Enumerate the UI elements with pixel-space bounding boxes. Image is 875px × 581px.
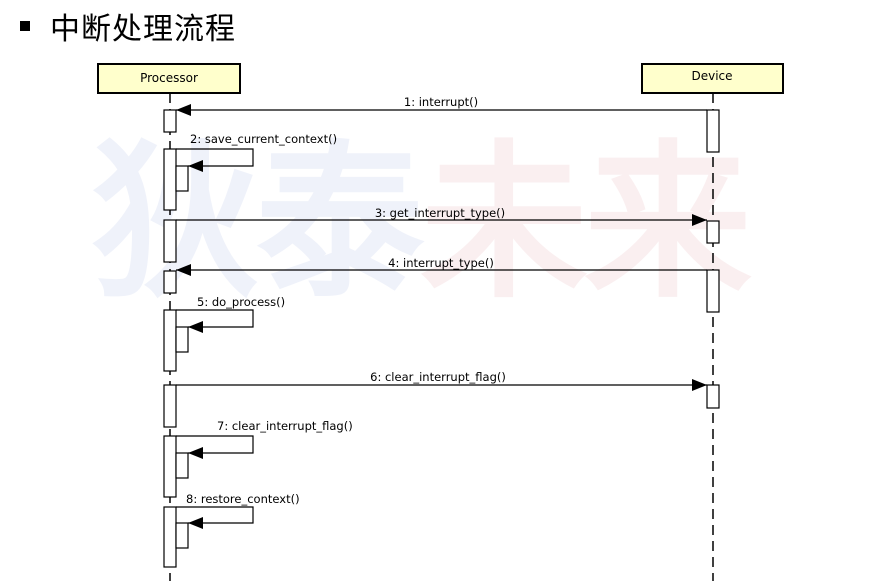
message-6: 6: clear_interrupt_flag() [176, 370, 707, 391]
participant-box-processor [97, 63, 241, 94]
self-message-line [176, 148, 254, 167]
message-2: 2: save_current_context() [176, 132, 337, 172]
message-label: 2: save_current_context() [190, 132, 337, 146]
activation-bar [163, 270, 177, 294]
participant-processor: Processor [97, 63, 241, 94]
processor-activations [163, 109, 189, 568]
activation-bar [706, 384, 720, 409]
message-label: 4: interrupt_type() [388, 256, 494, 270]
activation-bar [706, 269, 720, 313]
activation-bar [175, 522, 189, 549]
message-7: 7: clear_interrupt_flag() [176, 419, 353, 459]
arrow-head-icon [692, 214, 707, 226]
activation-bar [175, 452, 189, 479]
arrow-head-icon [188, 447, 203, 459]
slide-title: 中断处理流程 [20, 4, 236, 48]
activation-bar [706, 109, 720, 153]
self-message-line [176, 506, 254, 524]
message-label: 6: clear_interrupt_flag() [370, 370, 506, 384]
activation-bar [706, 220, 720, 244]
message-label: 8: restore_context() [186, 492, 300, 506]
arrow-head-icon [188, 160, 203, 172]
participant-label-device: Device [691, 69, 732, 83]
message-label: 7: clear_interrupt_flag() [217, 419, 353, 433]
arrow-head-icon [188, 517, 203, 529]
self-message-line [176, 435, 254, 454]
activation-bar [163, 109, 177, 133]
slide-title-text: 中断处理流程 [50, 12, 236, 47]
participant-box-device [641, 63, 784, 94]
message-3: 3: get_interrupt_type() [176, 206, 707, 226]
arrow-head-icon [176, 104, 191, 116]
arrow-head-icon [188, 321, 203, 333]
activation-bar [163, 506, 177, 568]
activation-bar [175, 165, 189, 192]
message-8: 8: restore_context() [176, 492, 300, 529]
message-4: 4: interrupt_type() [176, 256, 707, 276]
activation-bar [163, 309, 177, 372]
message-label: 1: interrupt() [404, 95, 478, 109]
activation-bar [163, 435, 177, 498]
message-5: 5: do_process() [176, 295, 285, 333]
arrow-head-icon [176, 264, 191, 276]
activation-bar [175, 326, 189, 353]
activation-bar [163, 384, 177, 428]
message-1: 1: interrupt() [176, 95, 707, 116]
activation-bar [163, 148, 177, 211]
message-label: 5: do_process() [197, 295, 285, 309]
participant-label-processor: Processor [140, 71, 198, 85]
participant-device: Device [641, 63, 784, 94]
activation-bar [163, 219, 177, 263]
self-message-line [176, 309, 254, 328]
message-label: 3: get_interrupt_type() [375, 206, 505, 220]
arrow-head-icon [692, 379, 707, 391]
square-bullet-icon [20, 21, 30, 31]
device-activations [706, 109, 720, 409]
